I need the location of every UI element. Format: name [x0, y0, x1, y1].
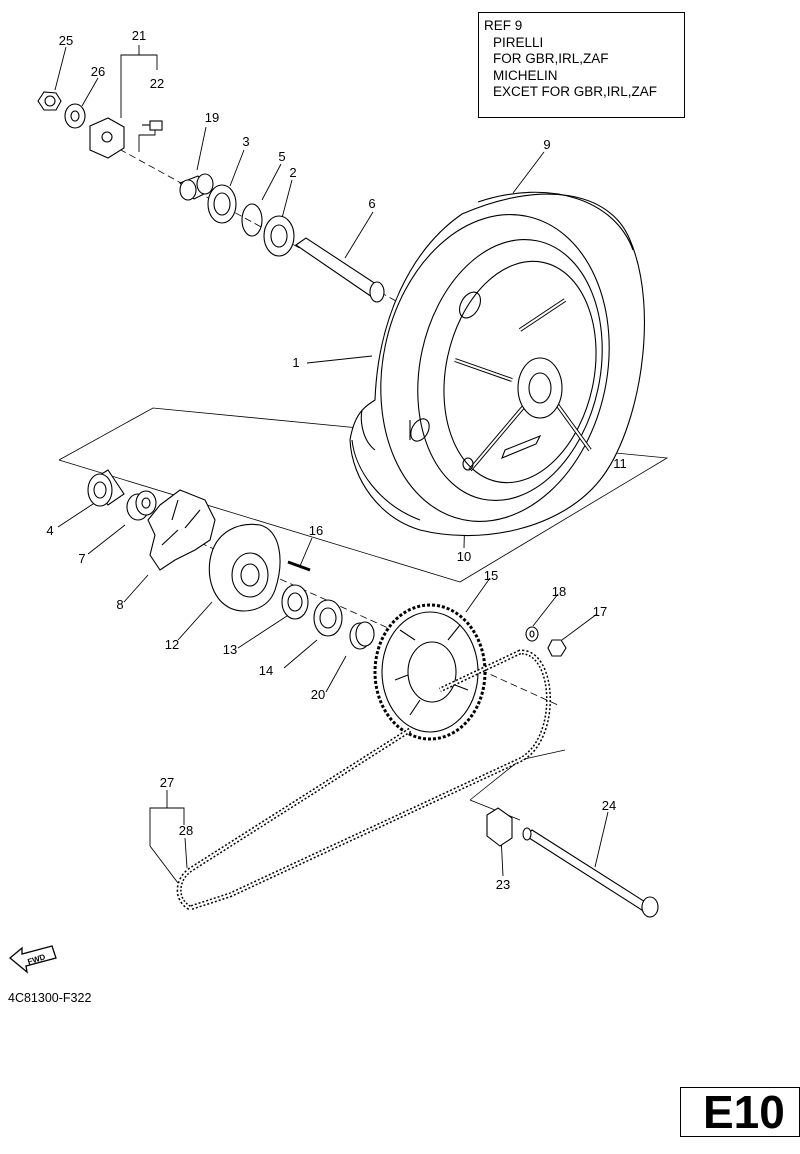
exploded-parts-diagram: 25 21 26 22 19 3 5 2 6 9 1 11 10 4 7 16 …: [8, 12, 800, 1137]
chain-puller-23: [486, 807, 513, 847]
callout-28: 28: [179, 823, 193, 838]
ref-note-line-5: EXCET FOR GBR,IRL,ZAF: [493, 84, 658, 99]
oil-seal-14: [313, 599, 343, 637]
nut-17: [547, 639, 567, 657]
plate-21: [89, 117, 125, 159]
callout-3: 3: [242, 134, 249, 149]
callout-9: 9: [543, 137, 550, 152]
sprocket-15: [373, 603, 487, 741]
callout-12: 12: [165, 637, 179, 652]
drive-chain-27: [176, 649, 551, 911]
callout-5: 5: [278, 149, 285, 164]
callout-26: 26: [91, 64, 105, 79]
callout-13: 13: [223, 642, 237, 657]
callout-10: 10: [457, 549, 471, 564]
callout-25: 25: [59, 33, 73, 48]
page-marker: E10: [680, 1087, 800, 1137]
axle-24: [522, 827, 659, 918]
sprocket-hub-12: [208, 523, 281, 612]
bolt-22: [142, 120, 163, 131]
collar-19: [179, 173, 214, 201]
fwd-arrow-icon: [8, 945, 57, 974]
callout-6: 6: [368, 196, 375, 211]
callout-27: 27: [160, 775, 174, 790]
callout-22: 22: [150, 76, 164, 91]
callout-2: 2: [289, 165, 296, 180]
ref-note-line-2: PIRELLI: [493, 34, 544, 50]
bearing-2: [263, 215, 295, 257]
collar-20: [349, 621, 375, 650]
callout-17: 17: [593, 604, 607, 619]
wheel-assembly: [349, 191, 645, 537]
callout-23: 23: [496, 877, 510, 892]
callout-21: 21: [132, 28, 146, 43]
ref-note-line-1: REF 9: [484, 18, 523, 33]
bearing-4: [87, 469, 125, 507]
bearing-3: [207, 184, 237, 224]
stud-16: [287, 560, 311, 572]
callout-18: 18: [552, 584, 566, 599]
diagram-code: 4C81300-F322: [8, 991, 92, 1005]
callout-24: 24: [602, 798, 616, 813]
callout-19: 19: [205, 110, 219, 125]
washer-26: [64, 103, 86, 129]
callout-7: 7: [78, 551, 85, 566]
callout-4: 4: [46, 523, 53, 538]
part-callouts: 25 21 26 22 19 3 5 2 6 9 1 11 10 4 7 16 …: [46, 28, 626, 892]
bearing-13: [281, 584, 309, 620]
callout-16: 16: [309, 523, 323, 538]
ref-note-line-3: FOR GBR,IRL,ZAF: [493, 51, 609, 66]
washer-18: [525, 626, 539, 642]
circlip-5: [241, 203, 263, 237]
spacer-6: [295, 237, 385, 303]
callout-1: 1: [292, 355, 299, 370]
diagram-canvas: 25 21 26 22 19 3 5 2 6 9 1 11 10 4 7 16 …: [8, 28, 669, 974]
reference-note-box: REF 9 PIRELLI FOR GBR,IRL,ZAF MICHELIN E…: [478, 12, 685, 118]
callout-14: 14: [259, 663, 273, 678]
nut-25: [37, 91, 62, 111]
callout-8: 8: [116, 597, 123, 612]
callout-15: 15: [484, 568, 498, 583]
callout-11: 11: [613, 456, 627, 471]
callout-20: 20: [311, 687, 325, 702]
collar-7: [126, 490, 157, 521]
damper-8: [147, 489, 216, 571]
ref-note-line-4: MICHELIN: [493, 67, 558, 83]
